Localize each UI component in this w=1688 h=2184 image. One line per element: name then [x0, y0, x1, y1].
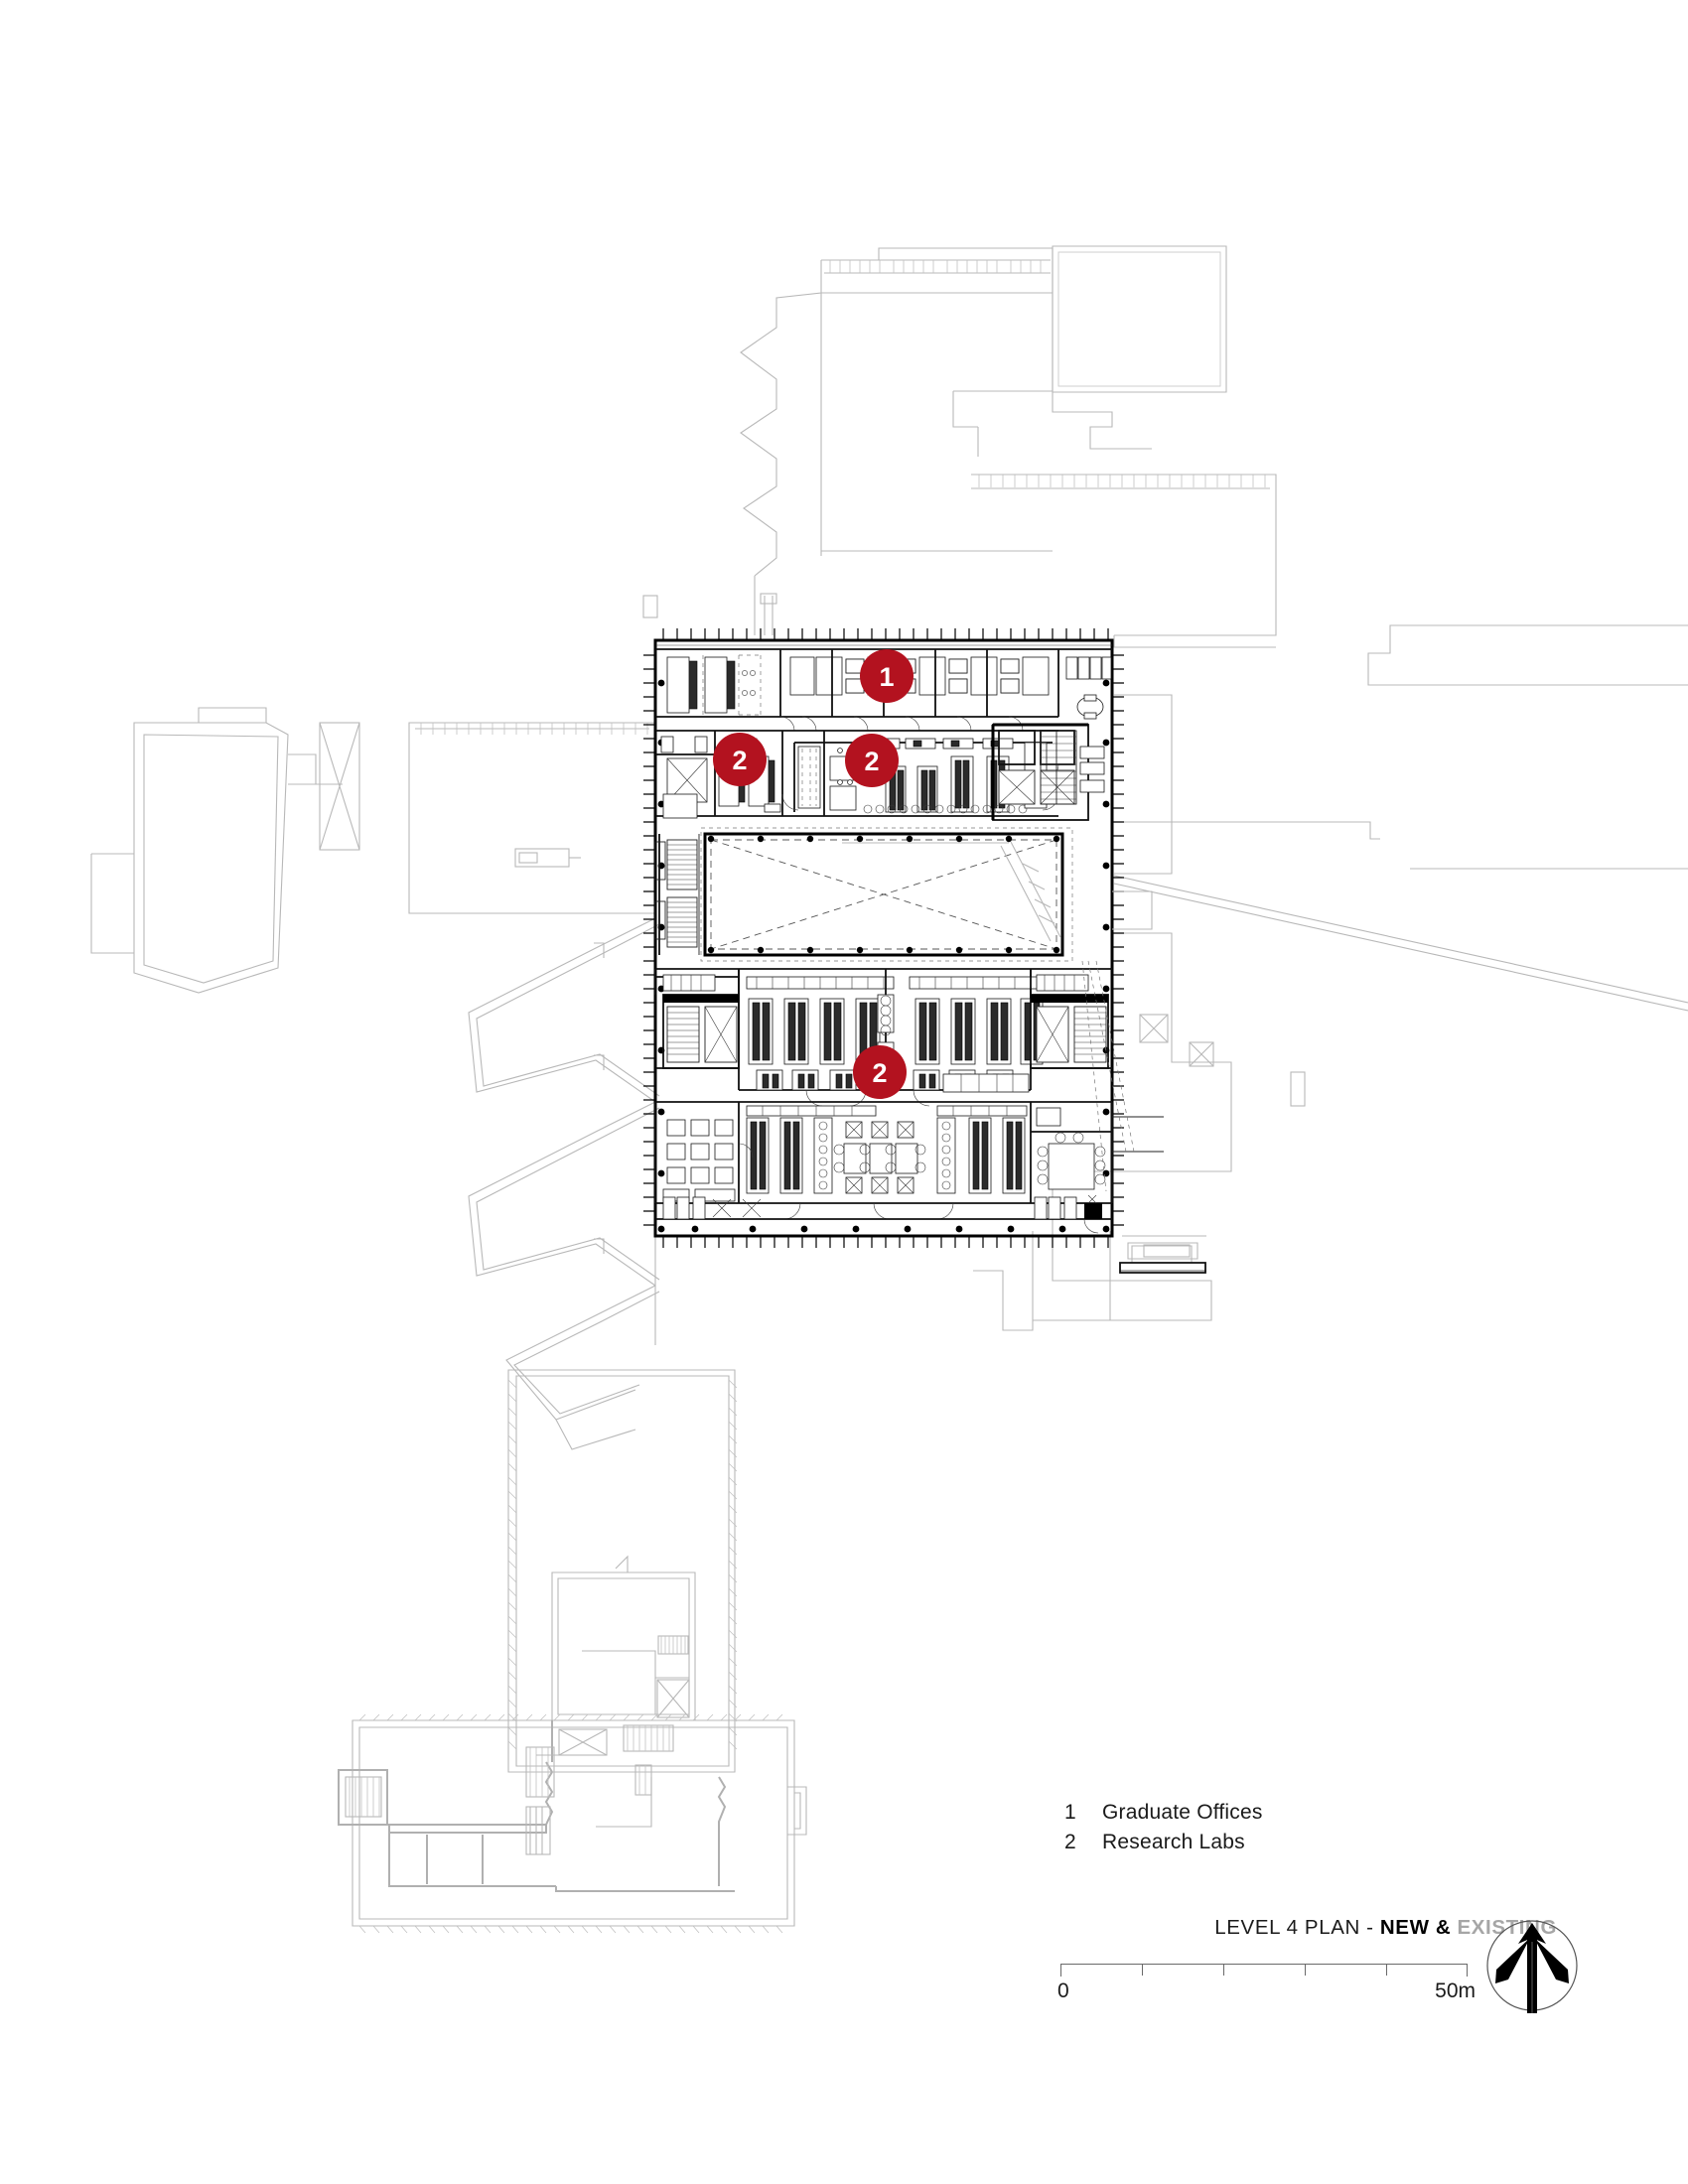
- south-cross-bracing: [712, 1198, 762, 1218]
- marker-1-number: 1: [879, 662, 894, 692]
- legend-item-2-label: Research Labs: [1102, 1831, 1245, 1853]
- scale-bar: 0 50m: [1057, 1964, 1476, 2009]
- new-building-layer: [642, 593, 1164, 1248]
- scale-bar-line: [1060, 1964, 1468, 1965]
- door-swings-north: [779, 716, 1024, 732]
- marker-2a-number: 2: [732, 746, 747, 775]
- lab-benches: [885, 755, 1010, 813]
- scale-tick-50: [1467, 1964, 1468, 1977]
- existing-building-west-far: [90, 707, 289, 994]
- stair-east: [1040, 730, 1077, 805]
- marker-2a[interactable]: 2: [713, 733, 767, 786]
- existing-building-east-upper: [971, 474, 1277, 648]
- scale-tick-10: [1142, 1964, 1143, 1976]
- facade-mullions-south: [662, 1236, 1109, 1248]
- existing-building-south-main: [507, 1369, 738, 1773]
- atrium-stair-bank-west: [654, 834, 700, 955]
- atrium-feature-stair: [1000, 841, 1061, 942]
- marker-1[interactable]: 1: [860, 649, 914, 703]
- legend-item-2-number: 2: [1064, 1831, 1076, 1853]
- plan-title-prefix: LEVEL 4 PLAN -: [1214, 1916, 1380, 1939]
- existing-window-band-north: [824, 259, 1051, 274]
- scale-tick-30: [1305, 1964, 1306, 1976]
- facade-mullions-west: [643, 654, 655, 1226]
- writeup-bench: [942, 1073, 1030, 1093]
- legend-item-1-number: 1: [1064, 1801, 1076, 1824]
- legend: 1 Graduate Offices 2 Research Labs: [1064, 1801, 1263, 1860]
- existing-building-south-bar: [338, 1713, 807, 1934]
- equipment-islands: [843, 1121, 918, 1194]
- meeting-room-southeast: [1031, 1107, 1112, 1204]
- building-links: [1081, 890, 1164, 1192]
- atrium-void: [654, 827, 1073, 962]
- lab-bench-group-lower-east: [936, 1117, 1026, 1194]
- service-core-east: [991, 694, 1105, 821]
- legend-item-1-label: Graduate Offices: [1102, 1801, 1263, 1824]
- west-edge-detail: [642, 593, 777, 635]
- north-arrow-icon: [1486, 1920, 1578, 2013]
- legend-item-2: 2 Research Labs: [1064, 1831, 1263, 1860]
- zone-northwest-store: [655, 654, 780, 718]
- scale-label-end: 50m: [1435, 1979, 1476, 2002]
- facade-mullions-east: [1112, 654, 1124, 1226]
- lab-bench-group-east: [914, 998, 1044, 1065]
- facade-mullions-north: [662, 628, 1109, 640]
- existing-building-far-east: [1113, 624, 1688, 1012]
- scale-label-start: 0: [1057, 1979, 1069, 2002]
- legend-item-1: 1 Graduate Offices: [1064, 1801, 1263, 1831]
- marker-2c[interactable]: 2: [853, 1045, 907, 1099]
- north-arrow: [1484, 1918, 1580, 2013]
- plan-title-new: NEW &: [1379, 1916, 1452, 1939]
- existing-building-south-east-frag: [973, 1231, 1206, 1331]
- structural-grid-dots: [657, 679, 1110, 1233]
- scale-tick-40: [1386, 1964, 1387, 1976]
- scale-tick-0: [1060, 1964, 1061, 1977]
- location-markers: 1 2 2 2: [713, 649, 914, 1099]
- marker-2b[interactable]: 2: [845, 734, 899, 787]
- south-perimeter-services: [655, 1196, 1112, 1234]
- service-core-south-west: [655, 994, 740, 1069]
- lab-counter-north: [746, 976, 1057, 990]
- existing-building-west-link: [288, 722, 360, 851]
- zone-research-labs-south-lower: [654, 1101, 1113, 1220]
- existing-building-north-east: [1052, 245, 1227, 450]
- lower-lab-counters: [746, 1105, 1028, 1117]
- existing-building-north-wing: [740, 247, 1054, 635]
- lab-bench-group-lower-west: [746, 1117, 833, 1194]
- marker-2c-number: 2: [872, 1058, 887, 1088]
- existing-buildings-layer: [90, 245, 1688, 1934]
- service-core-south-east: [1030, 994, 1112, 1069]
- equipment-stools: [833, 1144, 926, 1173]
- office-desk-grid-southwest: [666, 1119, 734, 1184]
- marker-2b-number: 2: [864, 747, 879, 776]
- scale-tick-20: [1223, 1964, 1224, 1976]
- lab-bench-group-west: [748, 998, 881, 1065]
- existing-building-west-slab: [408, 722, 656, 914]
- rooms-south-flank: [654, 969, 1089, 995]
- zone-graduate-offices: [655, 644, 1112, 732]
- office-desk-row-north: [789, 649, 1112, 717]
